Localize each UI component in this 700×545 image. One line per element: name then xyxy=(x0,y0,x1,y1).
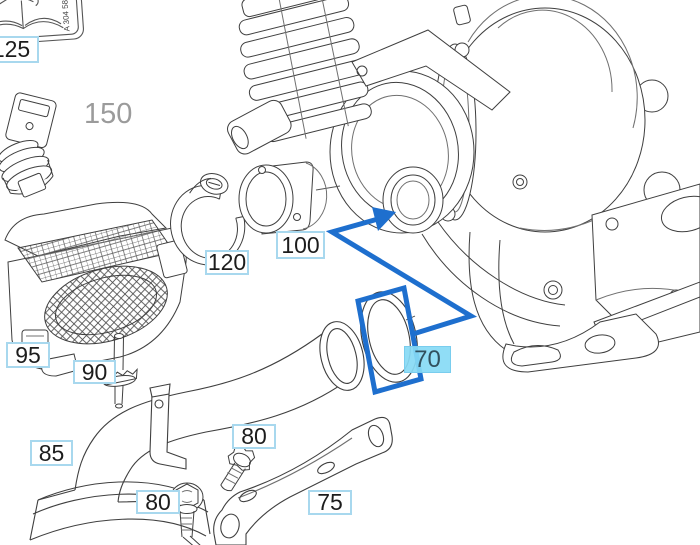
part-callout-100[interactable]: 100 xyxy=(276,231,325,259)
coupling-sleeve-drawing xyxy=(238,161,328,235)
part-callout-70-selected[interactable]: 70 xyxy=(404,346,451,373)
part-callout-120[interactable]: 120 xyxy=(205,250,249,275)
part-callout-150[interactable]: 150 xyxy=(84,98,133,130)
sensor-150-drawing xyxy=(0,92,57,198)
selection-arrow-head xyxy=(372,207,396,231)
charge-air-pipe-drawing xyxy=(29,333,349,544)
part-callout-90[interactable]: 90 xyxy=(73,360,116,384)
support-bracket-drawing xyxy=(213,416,393,545)
part-callout-95[interactable]: 95 xyxy=(6,342,50,368)
part-callout-80-bolt[interactable]: 80 xyxy=(136,490,180,514)
torx-screw-drawing xyxy=(220,444,256,492)
part-callout-85[interactable]: 85 xyxy=(30,440,73,466)
selection-highlight xyxy=(325,207,478,396)
selection-box xyxy=(355,284,424,396)
part-callout-75[interactable]: 75 xyxy=(308,490,352,515)
part-callout-80-screw[interactable]: 80 xyxy=(232,424,276,449)
plate-code-text: A 304 584 xyxy=(60,0,72,32)
pipe-end-ring-drawing xyxy=(319,321,365,391)
turbocharger-drawing xyxy=(227,0,700,373)
hose-clamp-drawing xyxy=(170,173,246,266)
selection-arrow-line xyxy=(325,216,478,337)
part-callout-125[interactable]: 125 xyxy=(0,36,39,63)
